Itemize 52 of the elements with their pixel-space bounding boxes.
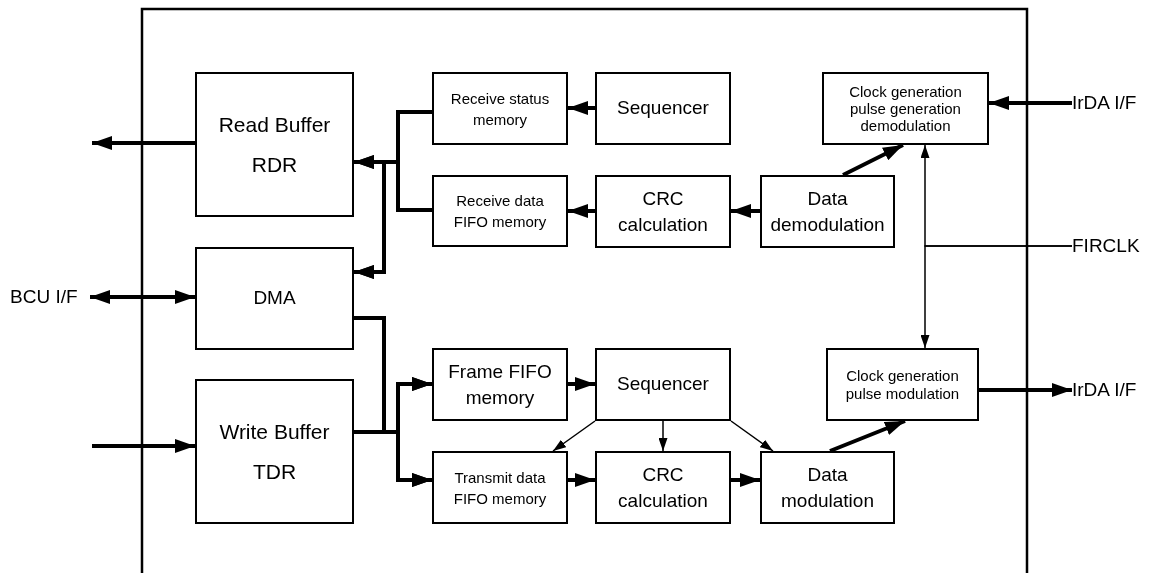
- block-label: Sequencer: [617, 372, 709, 397]
- arrow: [658, 420, 668, 452]
- arrow: [731, 204, 760, 218]
- signal-label: FIRCLK: [1072, 234, 1156, 258]
- arrow: [568, 101, 595, 115]
- block-label: Write Buffer TDR: [218, 418, 331, 485]
- process-box: [195, 72, 354, 217]
- process-box: [595, 451, 731, 524]
- block-label: Clock generation pulse modulation: [844, 367, 961, 402]
- block-label: Data demodulation: [769, 186, 886, 237]
- arrow: [354, 160, 432, 279]
- arrow: [92, 136, 195, 150]
- arrow: [568, 473, 595, 487]
- block-label: Sequencer: [617, 96, 709, 121]
- process-box: [195, 247, 354, 350]
- process-box: [760, 175, 895, 248]
- arrow: [90, 290, 195, 304]
- block-label: Frame FIFO memory: [447, 359, 553, 410]
- arrow: [568, 377, 595, 391]
- arrow: [730, 420, 774, 452]
- signal-label: IrDA I/F: [1072, 378, 1156, 402]
- block-label: Read Buffer RDR: [217, 111, 332, 178]
- process-box: [195, 379, 354, 524]
- process-box: [432, 175, 568, 247]
- arrow: [731, 473, 760, 487]
- block-label: DMA: [253, 286, 296, 311]
- block-label: CRC calculation: [617, 186, 709, 237]
- arrow: [829, 419, 906, 453]
- arrow: [920, 245, 1073, 349]
- block-label: Receive status memory: [449, 88, 551, 130]
- block-label: Transmit data FIFO memory: [452, 467, 548, 509]
- process-box: [432, 72, 568, 145]
- process-box: [826, 348, 979, 421]
- block-label: Receive data FIFO memory: [452, 191, 548, 232]
- process-box: [432, 348, 568, 421]
- process-box: [595, 72, 731, 145]
- arrow: [979, 383, 1072, 397]
- arrow: [92, 439, 195, 453]
- arrow: [842, 143, 904, 177]
- process-box: [822, 72, 989, 145]
- block-label: CRC calculation: [617, 462, 709, 513]
- arrow: [552, 420, 596, 452]
- process-box: [595, 175, 731, 248]
- arrow: [989, 96, 1072, 110]
- signal-label: BCU I/F: [10, 285, 90, 309]
- process-box: [432, 451, 568, 524]
- block-label: Data modulation: [780, 462, 875, 513]
- block-label: Clock generation pulse generation demodulation: [848, 82, 963, 135]
- process-box: [595, 348, 731, 421]
- arrow: [568, 204, 595, 218]
- signal-label: IrDA I/F: [1072, 91, 1156, 115]
- process-box: [760, 451, 895, 524]
